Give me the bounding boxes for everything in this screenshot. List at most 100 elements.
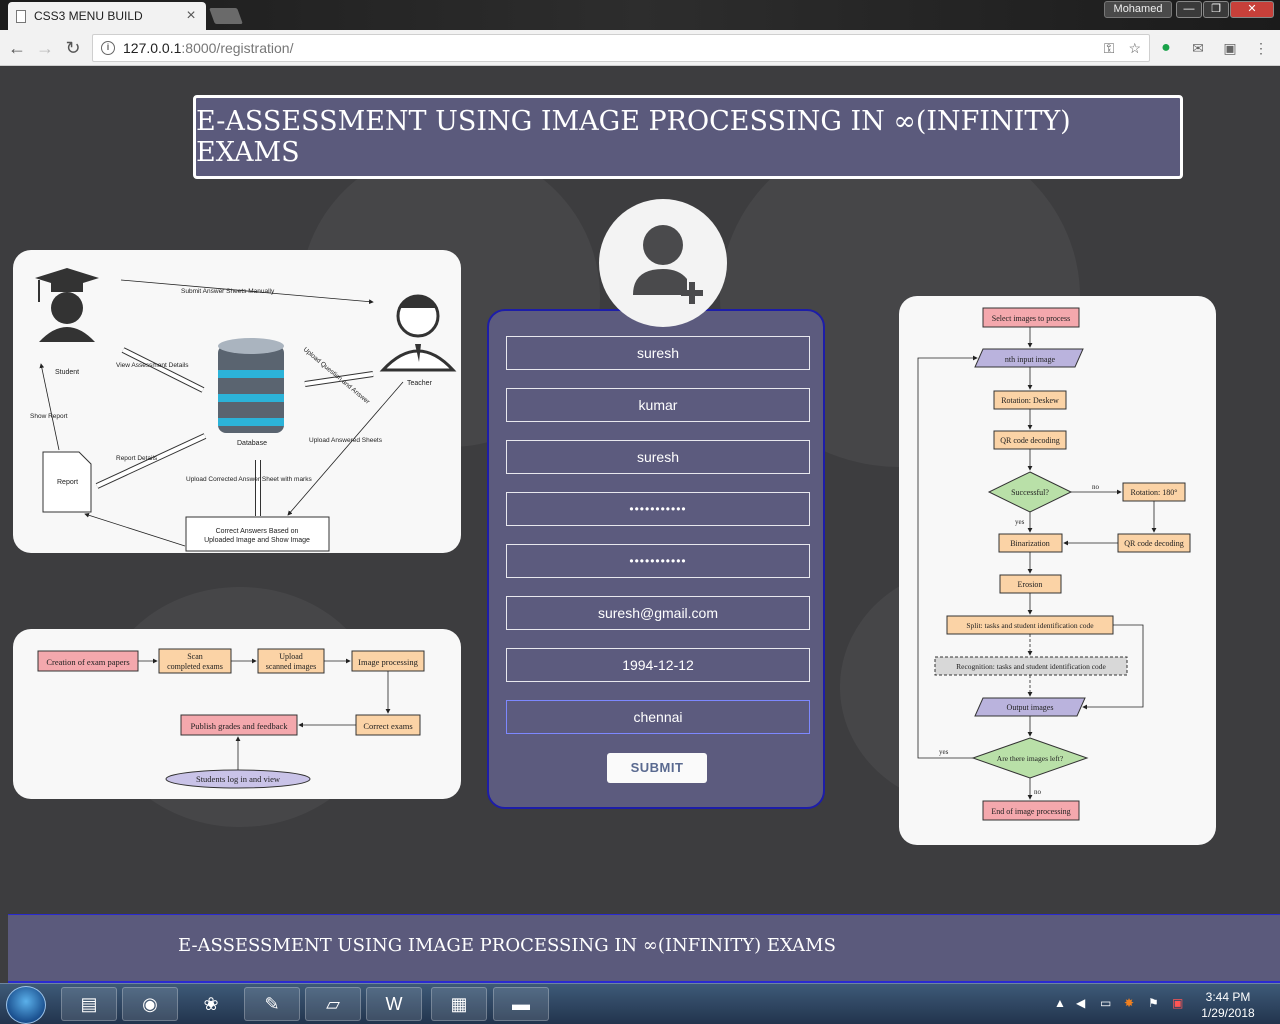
url-path: :8000/registration/ xyxy=(181,40,294,56)
maximize-icon[interactable]: ❐ xyxy=(1203,1,1229,18)
forward-icon[interactable]: → xyxy=(36,38,54,58)
system-diagram-card: Student Teacher Database Report xyxy=(13,250,461,553)
new-tab-button[interactable] xyxy=(209,8,243,24)
page-title: E-ASSESSMENT USING IMAGE PROCESSING IN ∞… xyxy=(193,95,1183,179)
add-user-avatar xyxy=(599,199,727,327)
first-name-input[interactable]: suresh xyxy=(506,336,810,370)
username-input[interactable]: suresh xyxy=(506,440,810,474)
email-input[interactable]: suresh@gmail.com xyxy=(506,596,810,630)
page-footer: E-ASSESSMENT USING IMAGE PROCESSING IN ∞… xyxy=(8,914,1280,983)
successful-label: Successful? xyxy=(1011,488,1049,497)
close-tab-icon[interactable]: × xyxy=(186,7,196,24)
address-bar[interactable]: i 127.0.0.1:8000/registration/ ⚿ ☆ xyxy=(92,34,1150,62)
student-label: Student xyxy=(55,369,79,376)
system-clock[interactable]: 3:44 PM 1/29/2018 xyxy=(1196,989,1260,1021)
images-left-label: Are there images left? xyxy=(997,754,1064,763)
split-label: Split: tasks and student identification … xyxy=(966,621,1094,630)
chameleon-app-icon[interactable]: ❀ xyxy=(203,994,219,1014)
confirm-password-input[interactable]: ••••••••••• xyxy=(506,544,810,578)
start-button[interactable] xyxy=(6,986,46,1024)
extension-green-icon[interactable]: ● xyxy=(1161,39,1171,56)
scan-label-1: Scan xyxy=(187,652,203,661)
teacher-label: Teacher xyxy=(407,380,433,387)
submit-button[interactable]: SUBMIT xyxy=(607,753,707,783)
yes-label-2: yes xyxy=(939,748,949,756)
bookmark-star-icon[interactable]: ☆ xyxy=(1128,39,1141,56)
rotation-label: Rotation: Deskew xyxy=(1001,396,1059,405)
scan-box xyxy=(158,648,232,674)
upload-label-1: Upload xyxy=(279,652,303,661)
database-icon xyxy=(218,338,284,433)
upload-corrected-label: Upload Corrected Answer Sheet with marks xyxy=(186,476,312,483)
city-input[interactable]: chennai xyxy=(506,700,810,734)
dob-input[interactable]: 1994-12-12 xyxy=(506,648,810,682)
output-label: Output images xyxy=(1007,703,1054,712)
profile-button[interactable]: Mohamed xyxy=(1104,1,1172,18)
tab-title: CSS3 MENU BUILD xyxy=(34,9,143,23)
volume-icon[interactable]: ◀ xyxy=(1076,996,1086,1010)
binarization-box xyxy=(998,533,1063,553)
end-box xyxy=(982,800,1080,821)
database-label: Database xyxy=(237,440,267,447)
tray-expand-icon[interactable]: ▲ xyxy=(1054,996,1066,1010)
minimize-icon[interactable]: — xyxy=(1176,1,1202,18)
camera-icon[interactable]: ▣ xyxy=(1223,40,1237,56)
yes-label-1: yes xyxy=(1015,518,1025,526)
teacher-icon xyxy=(379,294,457,372)
correct-box-line1: Correct Answers Based on xyxy=(216,528,299,535)
process-flow-card: Creation of exam papers Scan completed e… xyxy=(13,629,461,799)
notepad-icon[interactable]: ▱ xyxy=(305,987,361,1021)
mail-icon[interactable]: ✉ xyxy=(1192,40,1204,56)
file-explorer-icon[interactable]: ▤ xyxy=(61,987,117,1021)
erosion-box xyxy=(999,574,1062,594)
report-details-label: Report Details xyxy=(116,455,158,462)
select-label: Select images to process xyxy=(992,314,1070,323)
system-diagram: Student Teacher Database Report xyxy=(30,268,457,552)
clock-date: 1/29/2018 xyxy=(1201,1006,1255,1020)
upload-label-2: scanned images xyxy=(266,662,316,671)
network-icon[interactable]: ▭ xyxy=(1100,996,1112,1010)
reload-icon[interactable]: ↻ xyxy=(65,38,81,58)
footer-title: E-ASSESSMENT USING IMAGE PROCESSING IN ∞… xyxy=(178,935,836,956)
creation-label: Creation of exam papers xyxy=(46,657,129,667)
view-assessment-label: View Assessment Details xyxy=(116,362,189,369)
correct-answers-box xyxy=(185,516,330,552)
students-log-label: Students log in and view xyxy=(196,774,281,784)
recognition-box xyxy=(934,656,1128,676)
browser-toolbar: ← → ↻ i 127.0.0.1:8000/registration/ ⚿ ☆… xyxy=(0,30,1280,66)
submit-manual-label: Submit Answer Sheets Manually xyxy=(181,288,275,295)
menu-icon[interactable]: ⋮ xyxy=(1254,40,1268,56)
flag-icon[interactable]: ⚑ xyxy=(1148,996,1159,1010)
upload-box xyxy=(257,648,325,674)
publish-box xyxy=(180,714,298,736)
chrome-icon[interactable]: ◉ xyxy=(122,987,178,1021)
command-prompt-icon[interactable]: ▬ xyxy=(493,987,549,1021)
key-icon[interactable]: ⚿ xyxy=(1103,39,1115,56)
report-label: Report xyxy=(57,479,78,486)
back-icon[interactable]: ← xyxy=(8,38,26,58)
end-label: End of image processing xyxy=(991,807,1070,816)
notepadpp-icon[interactable]: ✎ xyxy=(244,987,300,1021)
upload-answered-label: Upload Answered Sheets xyxy=(309,437,383,444)
url-host: 127.0.0.1 xyxy=(123,40,182,56)
app-window-icon[interactable]: ▦ xyxy=(431,987,487,1021)
tray-app-icon[interactable]: ✸ xyxy=(1124,996,1135,1010)
add-user-icon xyxy=(633,225,703,304)
image-processing-label: Image processing xyxy=(358,657,418,667)
nth-input-box xyxy=(974,348,1084,368)
password-input[interactable]: ••••••••••• xyxy=(506,492,810,526)
student-icon xyxy=(35,268,99,342)
word-icon[interactable]: W xyxy=(366,987,422,1021)
tray-alert-icon[interactable]: ▣ xyxy=(1172,996,1184,1010)
info-icon[interactable]: i xyxy=(101,41,115,55)
flowchart-card: Select images to process nth input image… xyxy=(899,296,1216,845)
window-close-icon[interactable]: ✕ xyxy=(1230,1,1274,18)
qr-decoding-label: QR code decoding xyxy=(1000,436,1060,445)
last-name-input[interactable]: kumar xyxy=(506,388,810,422)
image-processing-flowchart: Select images to process nth input image… xyxy=(917,307,1191,821)
process-flow-diagram: Creation of exam papers Scan completed e… xyxy=(37,648,425,789)
windows-taskbar: ▤ ◉ ❀ ✎ ▱ W ▦ ▬ ▲ ◀ ▭ ✸ ⚑ ▣ 3:44 PM 1/29… xyxy=(0,983,1280,1024)
qr-decoding2-label: QR code decoding xyxy=(1124,539,1184,548)
browser-tab[interactable]: CSS3 MENU BUILD × xyxy=(8,2,206,30)
registration-form: suresh kumar suresh ••••••••••• ••••••••… xyxy=(487,309,825,809)
